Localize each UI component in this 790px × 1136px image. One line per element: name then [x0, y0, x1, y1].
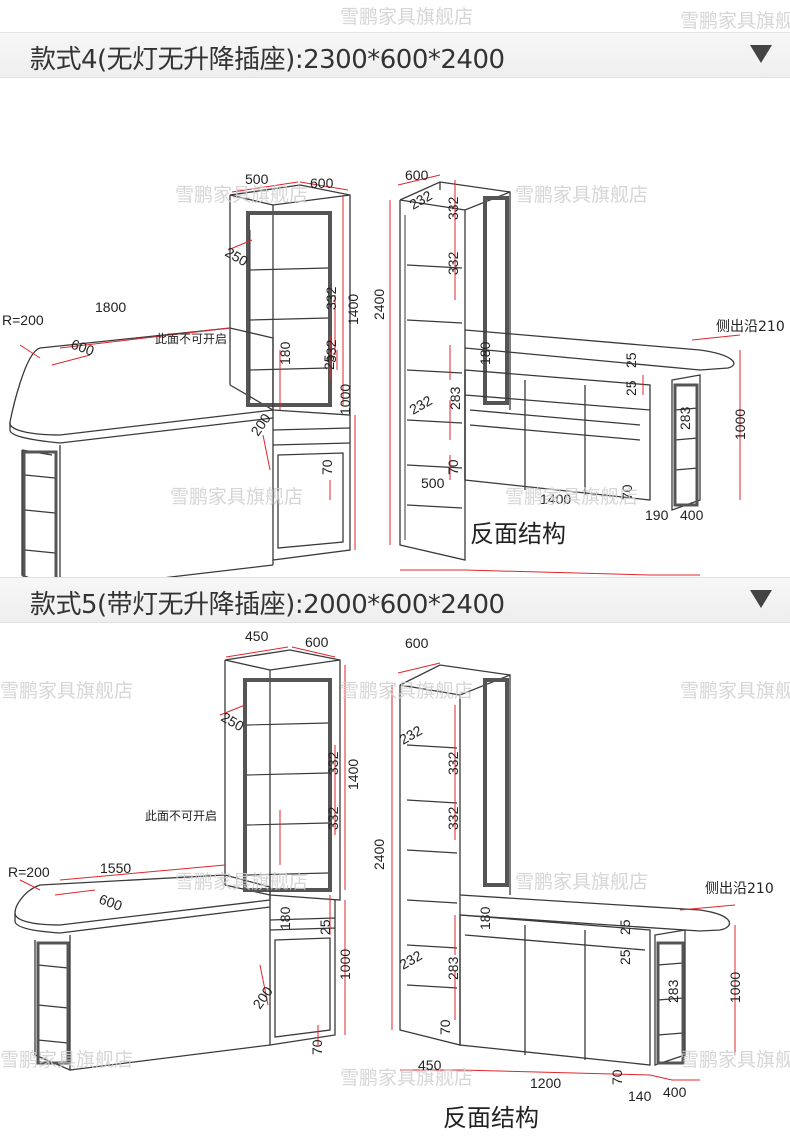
- dim-front-332b: 332: [323, 339, 339, 363]
- dim-front-332a: 332: [325, 751, 341, 775]
- note-not-openable: 此面不可开启: [155, 332, 227, 346]
- dim-1000: 1000: [337, 384, 353, 415]
- watermark: 雪鹏家具旗舰店: [680, 10, 790, 32]
- dim-back-2400: 2400: [371, 839, 387, 870]
- dim-back-70b: 70: [619, 484, 635, 500]
- dim-back-70b: 70: [609, 1069, 625, 1085]
- dim-radius: R=200: [2, 312, 44, 328]
- section-1-title: 款式4(无灯无升降插座):2300*600*2400: [30, 45, 505, 75]
- watermark: 雪鹏家具旗舰店: [680, 1049, 790, 1071]
- watermark: 雪鹏家具旗舰店: [340, 680, 474, 702]
- watermark: 雪鹏家具旗舰店: [175, 184, 309, 206]
- dim-back-25a: 25: [623, 352, 639, 368]
- dim-back-70: 70: [445, 459, 461, 475]
- dim-back-332b: 332: [445, 251, 461, 275]
- dim-back-25b: 25: [623, 380, 639, 396]
- dim-back-232b: 232: [397, 947, 425, 973]
- dim-front-1400: 1400: [345, 294, 361, 325]
- dim-front-332b: 332: [325, 806, 341, 830]
- dim-back-180: 180: [477, 906, 493, 930]
- dim-back-332a: 332: [445, 751, 461, 775]
- section-1-title-bar[interactable]: 款式4(无灯无升降插座):2300*600*2400: [0, 32, 790, 78]
- dim-front-width: 500: [245, 171, 269, 187]
- watermark: 雪鹏家具旗舰店: [505, 486, 639, 508]
- section-1-diagram: 500 600 250 332 332 1400 此面不可开启 R=200 18…: [2, 167, 785, 591]
- dim-70: 70: [309, 1039, 325, 1055]
- dim-desk-depth: 600: [69, 336, 97, 359]
- dim-back-25a: 25: [617, 919, 633, 935]
- dim-back-500: 500: [421, 475, 445, 491]
- dim-overhang: 侧出沿210: [705, 881, 774, 897]
- section-2-caption: 反面结构: [443, 1104, 539, 1132]
- dim-200: 200: [247, 410, 274, 438]
- watermark: 雪鹏家具旗舰店: [515, 871, 649, 893]
- dim-desk-length: 1550: [100, 860, 131, 876]
- dim-radius: R=200: [8, 864, 50, 880]
- dim-back-25b: 25: [617, 949, 633, 965]
- dim-180: 180: [277, 906, 293, 930]
- section-1-caption: 反面结构: [470, 520, 566, 548]
- dim-back-70: 70: [437, 1019, 453, 1035]
- dim-front-width: 450: [245, 628, 269, 644]
- dim-back-283b: 283: [677, 406, 693, 430]
- dim-back-depth: 600: [405, 167, 429, 183]
- dim-front-250: 250: [219, 709, 247, 735]
- dim-desk-length: 1800: [95, 299, 126, 315]
- chevron-down-icon[interactable]: [750, 45, 772, 63]
- dim-back-500: 450: [418, 1057, 442, 1073]
- dim-back-1400: 1200: [530, 1075, 561, 1091]
- dim-back-400: 400: [680, 507, 704, 523]
- watermark: 雪鹏家具旗舰店: [175, 871, 309, 893]
- dim-25: 25: [321, 354, 337, 370]
- dim-back-2400: 2400: [371, 289, 387, 320]
- dim-back-400: 400: [663, 1084, 687, 1100]
- dim-back-190: 140: [628, 1088, 652, 1104]
- dim-back-1400: 1400: [540, 491, 571, 507]
- dim-overhang: 侧出沿210: [716, 319, 785, 335]
- dim-front-depth: 600: [305, 634, 329, 650]
- dim-back-283b: 283: [665, 979, 681, 1003]
- note-not-openable: 此面不可开启: [145, 809, 217, 823]
- dim-back-190: 190: [645, 507, 669, 523]
- dim-back-232a: 232: [397, 722, 425, 748]
- section-2-title-bar[interactable]: 款式5(带灯无升降插座):2000*600*2400: [0, 577, 790, 623]
- dim-front-332a: 332: [323, 286, 339, 310]
- dim-back-332a: 332: [445, 196, 461, 220]
- chevron-down-icon[interactable]: [750, 590, 772, 608]
- dim-back-depth: 600: [405, 635, 429, 651]
- dim-1000: 1000: [337, 949, 353, 980]
- watermark: 雪鹏家具旗舰店: [340, 1067, 474, 1089]
- dim-front-1400: 1400: [345, 759, 361, 790]
- watermark: 雪鹏家具旗舰店: [680, 680, 790, 702]
- dim-desk-depth: 600: [97, 891, 125, 914]
- watermark: 雪鹏家具旗舰店: [340, 6, 474, 28]
- dim-200: 200: [249, 983, 276, 1011]
- section-2-title: 款式5(带灯无升降插座):2000*600*2400: [30, 590, 505, 620]
- section-2-diagram: 450 600 250 332 332 1400 此面不可开启 R=200 15…: [8, 628, 774, 1104]
- watermark: 雪鹏家具旗舰店: [0, 1049, 134, 1071]
- watermark: 雪鹏家具旗舰店: [0, 680, 134, 702]
- dim-back-232b: 232: [407, 392, 435, 418]
- dim-back-232a: 232: [407, 187, 435, 213]
- dim-back-180: 180: [477, 341, 493, 365]
- dim-25: 25: [317, 919, 333, 935]
- watermark: 雪鹏家具旗舰店: [170, 486, 304, 508]
- watermark: 雪鹏家具旗舰店: [515, 184, 649, 206]
- dim-back-283a: 283: [445, 956, 461, 980]
- dim-180: 180: [277, 341, 293, 365]
- dim-70: 70: [319, 459, 335, 475]
- dim-front-depth: 600: [310, 175, 334, 191]
- dim-back-332b: 332: [445, 806, 461, 830]
- dim-back-283a: 283: [447, 386, 463, 410]
- dim-back-1000: 1000: [727, 972, 743, 1003]
- dim-back-1000: 1000: [732, 409, 748, 440]
